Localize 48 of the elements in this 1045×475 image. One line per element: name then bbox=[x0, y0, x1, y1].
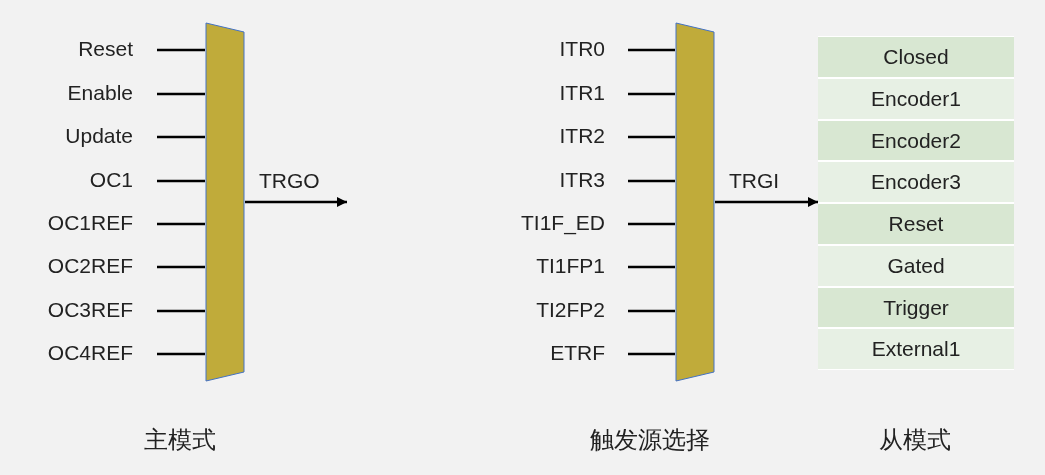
connector-line bbox=[157, 135, 205, 139]
signal-label: ITR2 bbox=[559, 124, 605, 148]
mode-cell: Encoder1 bbox=[818, 78, 1014, 119]
signal-label: OC3REF bbox=[47, 298, 133, 322]
section-caption: 触发源选择 bbox=[590, 425, 710, 456]
mode-cell: External1 bbox=[818, 329, 1014, 369]
connector-line bbox=[628, 309, 675, 313]
multiplexer-shape bbox=[205, 22, 245, 382]
signal-label: Enable bbox=[67, 81, 133, 105]
signal-label: ETRF bbox=[550, 341, 605, 365]
mode-cell: Encoder3 bbox=[818, 162, 1014, 202]
mode-cell: Closed bbox=[818, 37, 1014, 77]
connector-line bbox=[628, 265, 675, 269]
signal-label: Update bbox=[65, 124, 133, 148]
connector-line bbox=[157, 48, 205, 52]
signal-label: ITR1 bbox=[559, 81, 605, 105]
section-caption: 从模式 bbox=[879, 425, 951, 456]
connector-line bbox=[628, 352, 675, 356]
connector-line bbox=[157, 222, 205, 226]
connector-line bbox=[157, 352, 205, 356]
mode-table bbox=[818, 36, 1014, 370]
section-caption: 主模式 bbox=[144, 425, 216, 456]
connector-line bbox=[628, 179, 675, 183]
arrow bbox=[715, 197, 818, 207]
mode-cell: Trigger bbox=[818, 287, 1014, 328]
signal-label: TI2FP2 bbox=[536, 298, 605, 322]
connector-line bbox=[157, 179, 205, 183]
signal-label: OC1 bbox=[89, 168, 133, 192]
mode-cell: Gated bbox=[818, 245, 1014, 286]
mode-cell: Encoder2 bbox=[818, 120, 1014, 161]
mode-cell: Reset bbox=[818, 204, 1014, 244]
signal-label: OC4REF bbox=[47, 341, 133, 365]
connector-line bbox=[157, 265, 205, 269]
connector-line bbox=[628, 48, 675, 52]
signal-label: ITR0 bbox=[559, 37, 605, 61]
multiplexer-shape bbox=[675, 22, 715, 382]
signal-label: OC1REF bbox=[47, 211, 133, 235]
signal-label: Reset bbox=[78, 37, 133, 61]
signal-label: ITR3 bbox=[559, 168, 605, 192]
connector-line bbox=[157, 92, 205, 96]
signal-label: TI1F_ED bbox=[520, 211, 605, 235]
connector-line bbox=[157, 309, 205, 313]
signal-label: OC2REF bbox=[47, 254, 133, 278]
connector-line bbox=[628, 92, 675, 96]
arrow bbox=[245, 197, 347, 207]
connector-line bbox=[628, 135, 675, 139]
connector-line bbox=[628, 222, 675, 226]
signal-label: TI1FP1 bbox=[536, 254, 605, 278]
